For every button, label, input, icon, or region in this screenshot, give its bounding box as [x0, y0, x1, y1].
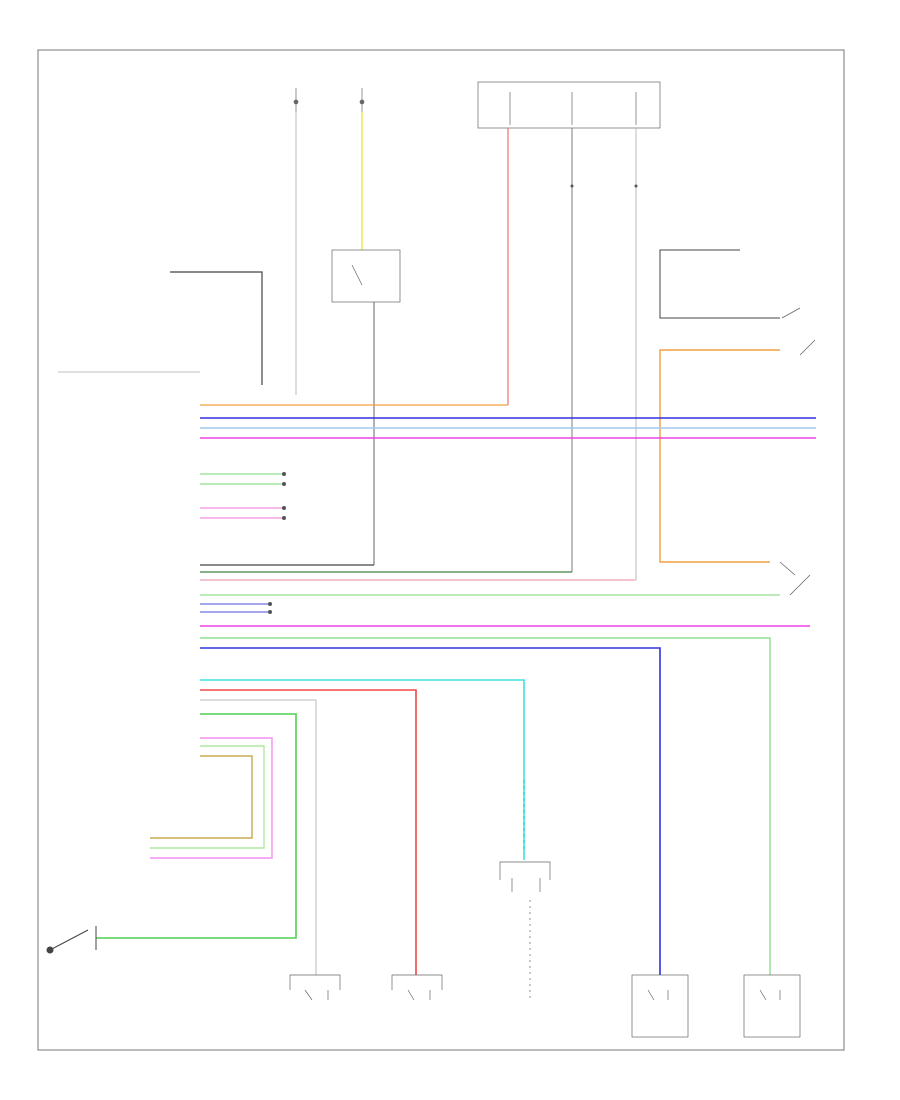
- connector-dots: [268, 184, 638, 614]
- door-lock-actuator-3: [631, 974, 689, 1038]
- wire-red-lower: [200, 689, 417, 975]
- actuator-center: [499, 861, 551, 1000]
- switch-lower-left: [46, 926, 97, 954]
- wire-black-right: [659, 249, 780, 319]
- wire-cyan: [200, 679, 525, 860]
- fuse-block-left: [293, 88, 365, 112]
- wire-gray-lower: [200, 699, 317, 975]
- wire-blue-long: [200, 647, 661, 975]
- door-lock-actuator-4: [743, 974, 801, 1038]
- wire-orange-right: [659, 349, 780, 563]
- wire-green-lower: [96, 713, 297, 939]
- door-lock-actuator-2: [391, 974, 443, 1001]
- door-lock-actuator-1: [289, 974, 341, 1001]
- wire-tan-key: [150, 755, 253, 839]
- ignition-switch-box: [331, 249, 401, 303]
- wire-black-left: [170, 271, 263, 385]
- door-switch-top: [781, 307, 816, 356]
- diagram-frame: [37, 49, 845, 1051]
- wire-pink-key-1: [150, 737, 273, 859]
- wire-lightgreen-key: [150, 745, 265, 849]
- fuse-box-top: [477, 81, 661, 129]
- wire-green-long: [200, 637, 771, 975]
- door-switch-mid: [779, 561, 811, 596]
